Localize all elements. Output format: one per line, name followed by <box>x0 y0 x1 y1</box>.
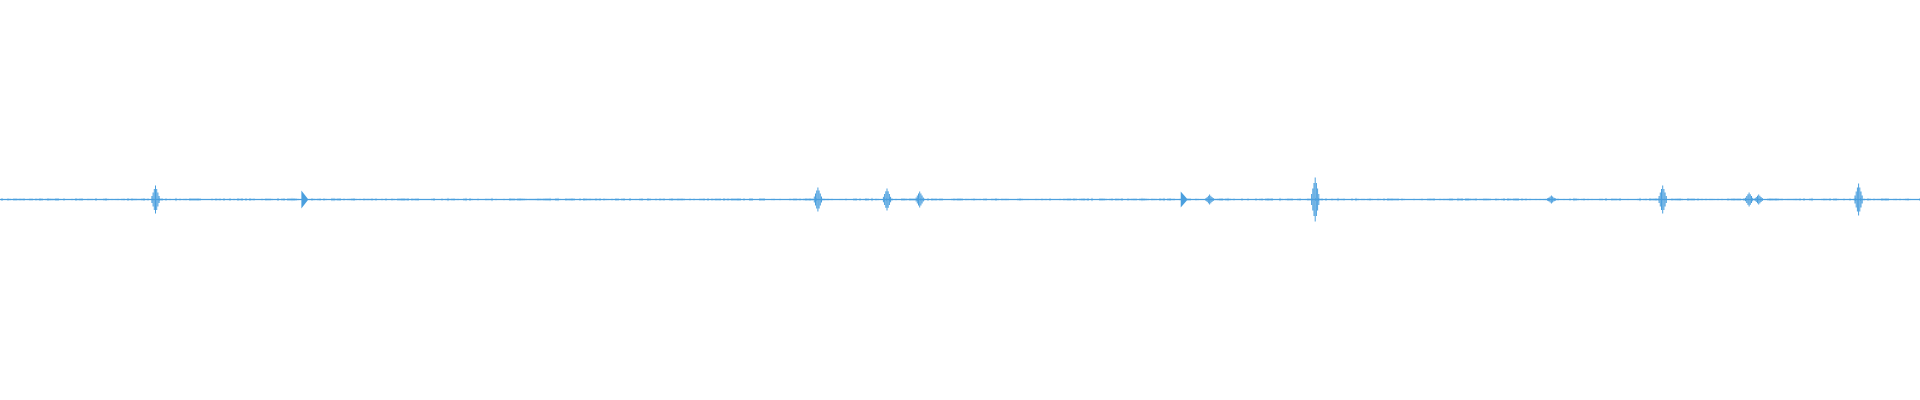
waveform-transient <box>1854 183 1863 216</box>
waveform-transient <box>1745 192 1754 207</box>
waveform-transient <box>1311 177 1320 222</box>
waveform-transient <box>813 187 822 212</box>
waveform-transient <box>1180 191 1188 208</box>
waveform-transient <box>1205 194 1214 205</box>
waveform-transient <box>151 185 160 214</box>
waveform-transient <box>1547 195 1556 204</box>
waveform-noise <box>1 197 1920 202</box>
waveform-transient <box>882 188 892 211</box>
waveform-transient <box>301 190 309 209</box>
waveform-transient <box>1754 194 1763 205</box>
waveform-transients <box>151 177 1863 222</box>
waveform-transient <box>915 191 924 208</box>
waveform-transient <box>1658 185 1667 214</box>
